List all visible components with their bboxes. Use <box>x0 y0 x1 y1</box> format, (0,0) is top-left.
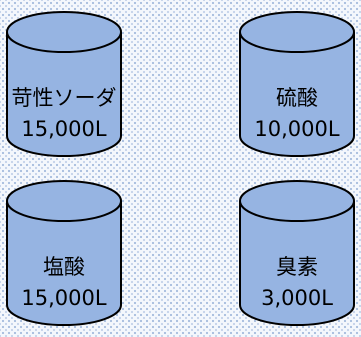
cylinder-icon <box>239 180 355 326</box>
tank-bromine: 臭素 3,000L <box>237 178 357 328</box>
tank-capacity: 10,000L <box>254 117 340 141</box>
tank-capacity: 3,000L <box>261 286 333 310</box>
tank-hydrochloric-acid: 塩酸 15,000L <box>4 178 124 328</box>
cylinder-icon <box>6 180 122 326</box>
tank-name: 臭素 <box>276 255 318 279</box>
tank-name: 苛性ソーダ <box>11 86 117 110</box>
tank-capacity: 15,000L <box>21 286 107 310</box>
cylinder-icon <box>239 11 355 157</box>
tank-name: 硫酸 <box>276 86 318 110</box>
cylinder-icon <box>6 11 122 157</box>
tank-name: 塩酸 <box>43 255 85 279</box>
tank-sulfuric-acid: 硫酸 10,000L <box>237 9 357 159</box>
tank-capacity: 15,000L <box>21 117 107 141</box>
tank-caustic-soda: 苛性ソーダ 15,000L <box>4 9 124 159</box>
